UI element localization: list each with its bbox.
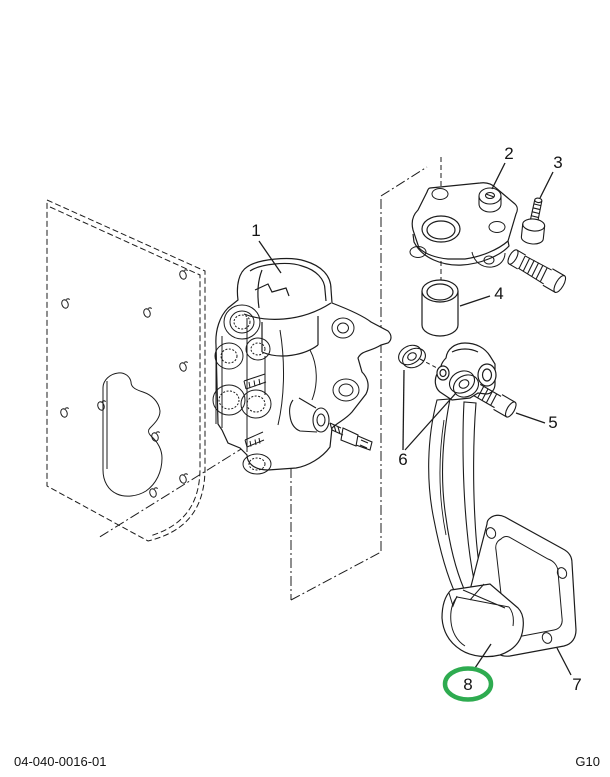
under-plate-boss xyxy=(471,251,506,268)
valve-cap xyxy=(243,262,332,357)
pedal-arm xyxy=(428,398,482,596)
cover-plate-small-holes xyxy=(409,188,506,258)
threaded-port xyxy=(223,304,261,340)
washer-item-6-upper xyxy=(398,344,426,369)
cover-plate-outline xyxy=(411,182,518,260)
threaded-port xyxy=(242,453,272,475)
arm-left-bar xyxy=(428,398,465,596)
pivot-tube-bore xyxy=(477,363,497,387)
callout-7[interactable]: 7 xyxy=(572,675,581,694)
plug-boss-item-2 xyxy=(478,187,502,213)
threaded-port xyxy=(212,384,246,416)
panel-holes xyxy=(59,269,189,499)
cover-plate-center-hole xyxy=(421,215,461,243)
panel-cutout xyxy=(102,372,163,497)
bracket-ear-hole xyxy=(436,365,450,381)
phantom-plane-top-edge xyxy=(380,166,428,197)
leader-line-2 xyxy=(491,162,506,190)
leader-line-6b xyxy=(404,392,457,451)
arm-right-bar xyxy=(462,401,482,581)
callout-6[interactable]: 6 xyxy=(398,450,407,469)
leader-line-5 xyxy=(515,412,546,424)
callout-4[interactable]: 4 xyxy=(494,284,503,303)
bushing-item-4 xyxy=(421,279,459,337)
phantom-plane-lines xyxy=(97,166,428,601)
leader-line-8 xyxy=(474,643,492,669)
angled-mounting-bolt xyxy=(507,249,567,293)
leader-line-7 xyxy=(556,647,572,676)
pivot-bolt-item-5 xyxy=(473,383,517,418)
threaded-port xyxy=(240,389,272,419)
phantom-plane-bottom-edge xyxy=(290,551,382,601)
callout-5[interactable]: 5 xyxy=(548,413,557,432)
leader-line-3 xyxy=(539,171,554,199)
footer-page-code: G10 xyxy=(575,754,600,769)
panel-thickness-edge xyxy=(49,206,201,537)
port-boss xyxy=(332,378,360,402)
mounting-panel xyxy=(46,199,206,542)
ports-right xyxy=(331,317,360,402)
leader-line-1 xyxy=(258,240,282,274)
fork-notch xyxy=(448,592,458,608)
pedal-hook-line xyxy=(450,596,466,647)
valve-silhouette xyxy=(215,257,392,471)
mounting-studs xyxy=(243,373,267,448)
pad-inner-rect xyxy=(495,536,563,638)
pressure-switch xyxy=(289,397,373,451)
leader-line-4 xyxy=(459,295,491,307)
callout-1[interactable]: 1 xyxy=(251,221,260,240)
threaded-ports-left xyxy=(212,304,272,475)
threaded-port xyxy=(214,342,244,370)
threaded-port xyxy=(245,337,271,361)
stud-alignment-line xyxy=(97,445,247,539)
brake-pedal-item-8 xyxy=(441,583,524,658)
highlight-ellipse xyxy=(442,666,494,702)
footer-part-number: 04-040-0016-01 xyxy=(14,754,107,769)
leader-line-6a xyxy=(402,369,405,451)
brake-valve-body xyxy=(212,257,392,475)
pedal-surface-lines xyxy=(456,583,514,627)
panel-outline xyxy=(46,199,206,542)
arm-inner-line xyxy=(439,419,447,536)
pedal-outline xyxy=(441,583,524,658)
highlighted-callout-8[interactable]: 8 xyxy=(442,666,494,702)
washer-item-6-lower xyxy=(448,370,480,398)
valve-flange-lines xyxy=(215,318,317,452)
callout-2[interactable]: 2 xyxy=(504,144,513,163)
callout-8[interactable]: 8 xyxy=(463,675,472,694)
cap-screw-item-3 xyxy=(520,197,546,245)
port-boss xyxy=(331,317,355,339)
cover-plate-thickness xyxy=(412,233,510,266)
callout-3[interactable]: 3 xyxy=(553,153,562,172)
cover-plate xyxy=(409,182,567,293)
callout-leader-lines xyxy=(258,162,572,676)
